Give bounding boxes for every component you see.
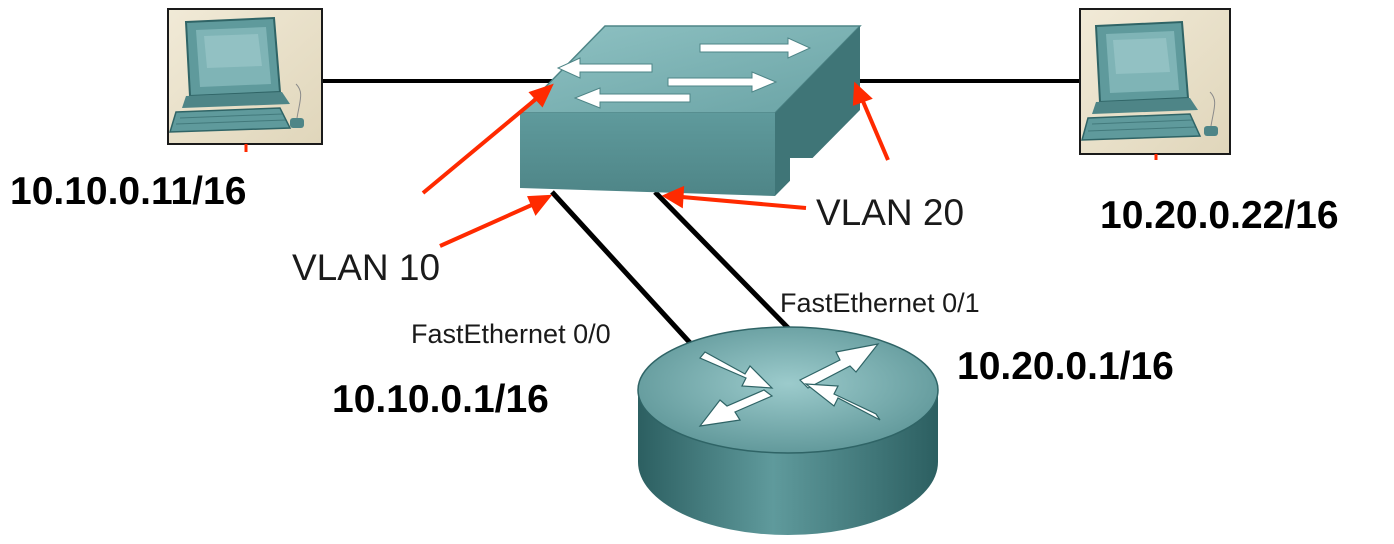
- left-host: [167, 8, 323, 152]
- arrow-left-host-port: [421, 92, 544, 195]
- router-arrows: [698, 343, 881, 427]
- switch-icon: [518, 25, 862, 196]
- computer-icon: [167, 8, 323, 145]
- right-host-address: 10.20.0.22/16: [1100, 194, 1339, 237]
- computer-icon: [1079, 8, 1231, 155]
- vlan20-label: VLAN 20: [816, 192, 965, 233]
- vlan10-label: VLAN 10: [292, 247, 441, 288]
- links: [322, 79, 1080, 347]
- fa00-address: 10.10.0.1/16: [332, 378, 549, 421]
- switch: [518, 25, 862, 196]
- right-host: [1079, 8, 1231, 160]
- arrow-vlan10-port: [439, 202, 535, 248]
- arrow-vlan20-port: [681, 195, 807, 210]
- fa01-address: 10.20.0.1/16: [957, 345, 1174, 388]
- fa00-label: FastEthernet 0/0: [411, 319, 611, 349]
- router: [637, 326, 939, 535]
- fa01-label: FastEthernet 0/1: [780, 288, 980, 318]
- left-host-address: 10.10.0.11/16: [10, 170, 247, 213]
- link-switch-router-fa00: [550, 190, 694, 347]
- router-icon: [637, 326, 939, 535]
- arrow-right-host-port: [860, 98, 890, 161]
- switch-arrows: [556, 37, 812, 109]
- link-switch-router-fa01: [653, 190, 797, 337]
- annotation-arrows: [421, 81, 890, 248]
